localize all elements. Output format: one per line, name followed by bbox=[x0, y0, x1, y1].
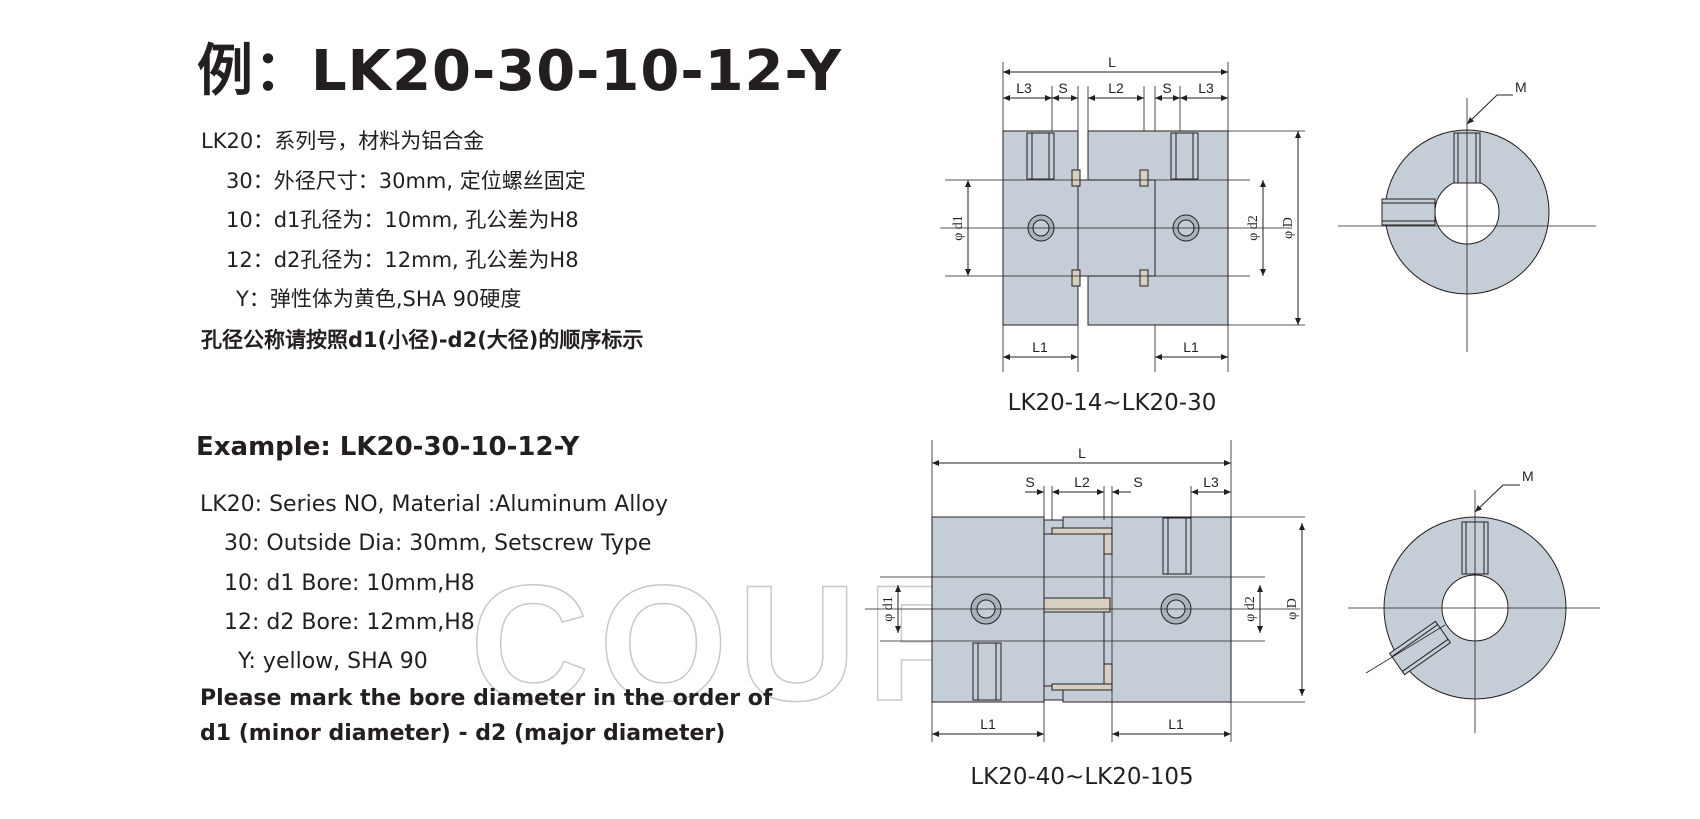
bottom-label-L2: L2 bbox=[1074, 474, 1090, 490]
cn-title: 例：LK20-30-10-12-Y bbox=[197, 39, 843, 104]
en-line-d2: 12: d2 Bore: 12mm,H8 bbox=[224, 610, 475, 635]
bottom-label-L: L bbox=[1078, 445, 1086, 461]
top-label-L1-right: L1 bbox=[1183, 339, 1199, 355]
top-label-L1-left: L1 bbox=[1032, 339, 1048, 355]
bottom-label-M: M bbox=[1522, 468, 1534, 484]
cn-note: 孔径公称请按照d1(小径)-d2(大径)的顺序标示 bbox=[201, 328, 644, 352]
bottom-label-L1-left: L1 bbox=[980, 716, 996, 732]
bottom-label-D: φ D bbox=[1285, 598, 1300, 620]
en-line-elastomer: Y: yellow, SHA 90 bbox=[238, 649, 428, 674]
top-label-M: M bbox=[1515, 79, 1527, 95]
bottom-label-L1-right: L1 bbox=[1168, 716, 1184, 732]
top-label-L: L bbox=[1108, 54, 1116, 70]
cn-line-series: LK20：系列号，材料为铝合金 bbox=[201, 129, 485, 153]
bottom-label-d2: φ d2 bbox=[1243, 596, 1258, 622]
bottom-end-view bbox=[1348, 484, 1600, 733]
en-line-series: LK20: Series NO, Material :Aluminum Allo… bbox=[200, 492, 668, 517]
top-label-S-right: S bbox=[1162, 80, 1171, 96]
top-label-L2: L2 bbox=[1108, 80, 1124, 96]
bottom-label-d1: φ d1 bbox=[881, 596, 896, 622]
top-label-L3-right: L3 bbox=[1198, 80, 1214, 96]
en-note-2: d1 (minor diameter) - d2 (major diameter… bbox=[200, 721, 726, 746]
top-label-S-left: S bbox=[1058, 80, 1067, 96]
en-title: Example: LK20-30-10-12-Y bbox=[196, 432, 580, 462]
cn-line-d2: 12：d2孔径为：12mm, 孔公差为H8 bbox=[226, 248, 579, 272]
top-label-D: φ D bbox=[1281, 217, 1296, 239]
bottom-caption: LK20-40~LK20-105 bbox=[970, 764, 1193, 790]
bottom-label-S-left: S bbox=[1025, 474, 1034, 490]
bottom-side-view bbox=[865, 440, 1305, 742]
en-line-d1: 10: d1 Bore: 10mm,H8 bbox=[224, 571, 475, 596]
top-dimension-labels: L L3 S L2 S L3 L1 L1 φ d1 φ d2 φ D bbox=[951, 54, 1296, 355]
en-line-outside: 30: Outside Dia: 30mm, Setscrew Type bbox=[224, 531, 652, 556]
en-note-1: Please mark the bore diameter in the ord… bbox=[200, 686, 773, 711]
top-caption: LK20-14~LK20-30 bbox=[1008, 390, 1217, 416]
cn-line-outside: 30：外径尺寸：30mm, 定位螺丝固定 bbox=[226, 169, 586, 193]
top-label-d1: φ d1 bbox=[951, 215, 966, 241]
bottom-dimension-labels: L S L2 S L3 L1 L1 φ d1 φ d2 φ D bbox=[881, 445, 1300, 732]
bottom-label-S-right: S bbox=[1133, 474, 1142, 490]
cn-line-elastomer: Y：弹性体为黄色,SHA 90硬度 bbox=[236, 287, 522, 311]
bottom-label-L3: L3 bbox=[1203, 474, 1219, 490]
top-end-view bbox=[1338, 94, 1596, 352]
top-side-view bbox=[940, 62, 1305, 372]
top-label-d2: φ d2 bbox=[1246, 215, 1261, 241]
cn-line-d1: 10：d1孔径为：10mm, 孔公差为H8 bbox=[226, 208, 579, 232]
top-label-L3-left: L3 bbox=[1016, 80, 1032, 96]
